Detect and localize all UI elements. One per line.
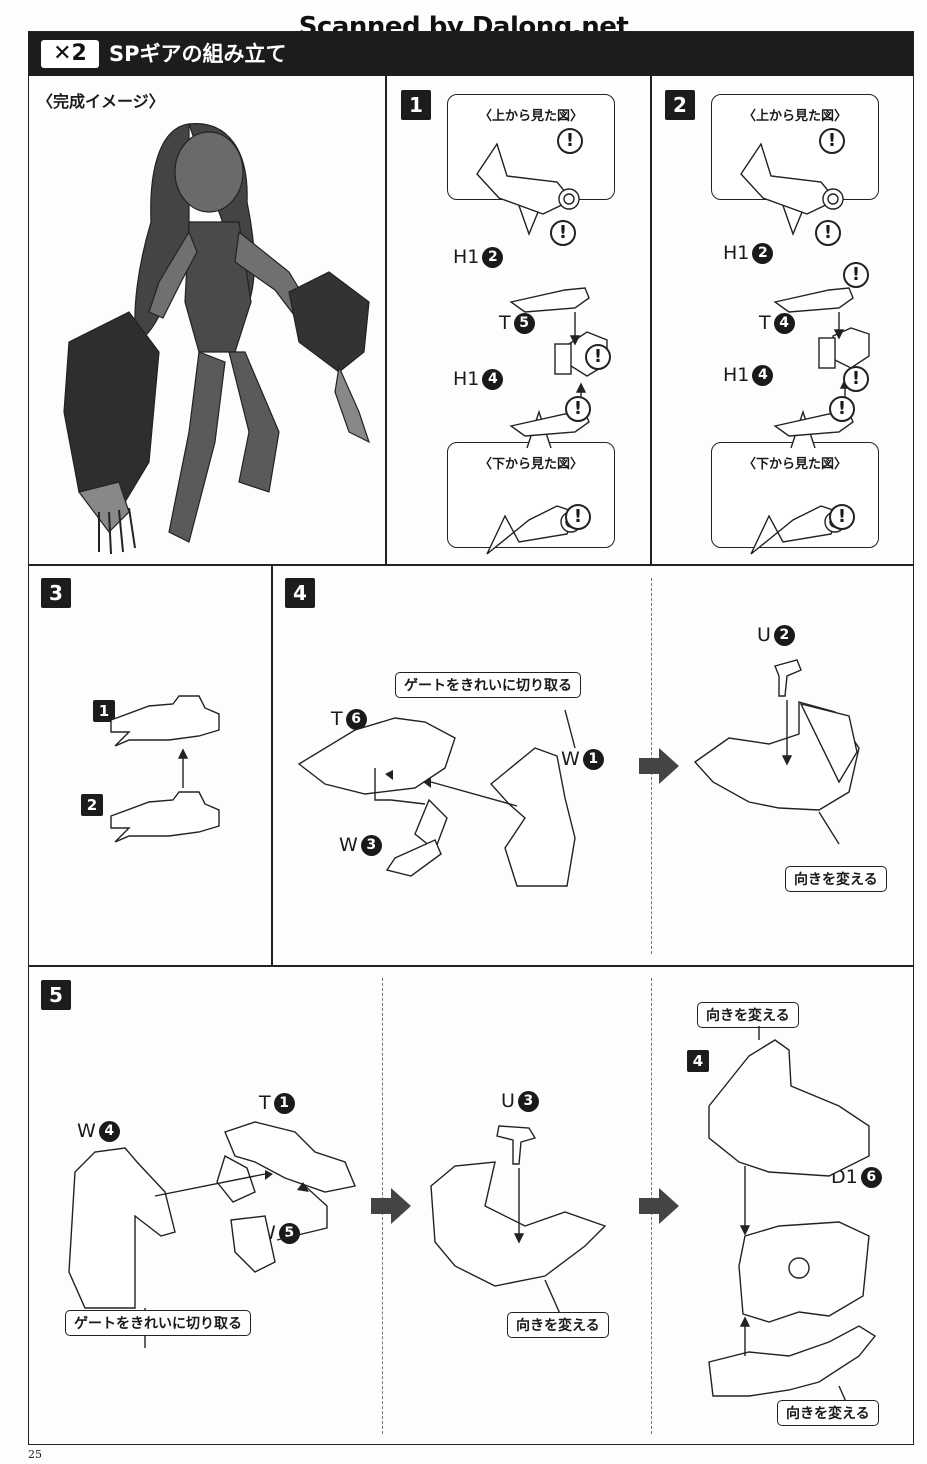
warning-icon: !	[843, 366, 869, 392]
warning-icon: !	[815, 220, 841, 246]
warning-icon: !	[829, 396, 855, 422]
sub-step-2: 2	[81, 794, 103, 816]
sub-step-1: 1	[93, 700, 115, 722]
warning-icon: !	[565, 396, 591, 422]
step-5-right-diagram	[708, 1026, 877, 1423]
step-2-number: 2	[665, 90, 695, 120]
divider	[271, 564, 273, 966]
arrow-right-icon	[639, 1188, 679, 1224]
step-3-number: 3	[41, 578, 71, 608]
section-title: SPギアの組み立て	[109, 42, 287, 66]
gate-cut-note: ゲートをきれいに切り取る	[395, 672, 581, 698]
step-5-number: 5	[41, 980, 71, 1010]
warning-icon: !	[557, 128, 583, 154]
divider	[650, 76, 652, 565]
step-2-diagram	[740, 142, 870, 555]
arrow-right-icon	[639, 748, 679, 784]
step-1-number: 1	[401, 90, 431, 120]
top-view-label: 〈上から見た図〉	[742, 109, 847, 124]
step-1-diagram	[476, 142, 608, 555]
step-4-left-diagram	[297, 709, 576, 887]
divider	[385, 76, 387, 565]
warning-icon: !	[843, 262, 869, 288]
bottom-view-label: 〈下から見た図〉	[478, 457, 583, 472]
turn-around-note: 向きを変える	[697, 1002, 799, 1028]
gate-cut-note: ゲートをきれいに切り取る	[65, 1310, 251, 1336]
top-view-label: 〈上から見た図〉	[478, 109, 583, 124]
turn-around-note: 向きを変える	[785, 866, 887, 892]
completed-figure-illustration	[63, 123, 371, 555]
warning-icon: !	[829, 504, 855, 530]
warning-icon: !	[550, 220, 576, 246]
step-5-middle-diagram	[430, 1125, 607, 1317]
arrow-right-icon	[371, 1188, 411, 1224]
warning-icon: !	[565, 504, 591, 530]
bottom-view-label: 〈下から見た図〉	[742, 457, 847, 472]
step-5-left-diagram	[68, 1121, 356, 1348]
step-4-number: 4	[285, 578, 315, 608]
quantity-badge: ✕2	[41, 40, 99, 68]
turn-around-note: 向きを変える	[507, 1312, 609, 1338]
step-3-diagram	[110, 695, 220, 843]
divider	[29, 564, 913, 566]
step-4-right-diagram	[693, 659, 860, 845]
warning-icon: !	[585, 344, 611, 370]
turn-around-note: 向きを変える	[777, 1400, 879, 1426]
page-number: 25	[28, 1448, 42, 1461]
completed-image-title: 〈完成イメージ〉	[37, 92, 165, 111]
section-header: ✕2 SPギアの組み立て	[29, 32, 913, 76]
divider	[29, 965, 913, 967]
instruction-page: ✕2 SPギアの組み立て 〈完成イメージ〉	[28, 31, 914, 1445]
warning-icon: !	[819, 128, 845, 154]
sub-step-4: 4	[687, 1050, 709, 1072]
